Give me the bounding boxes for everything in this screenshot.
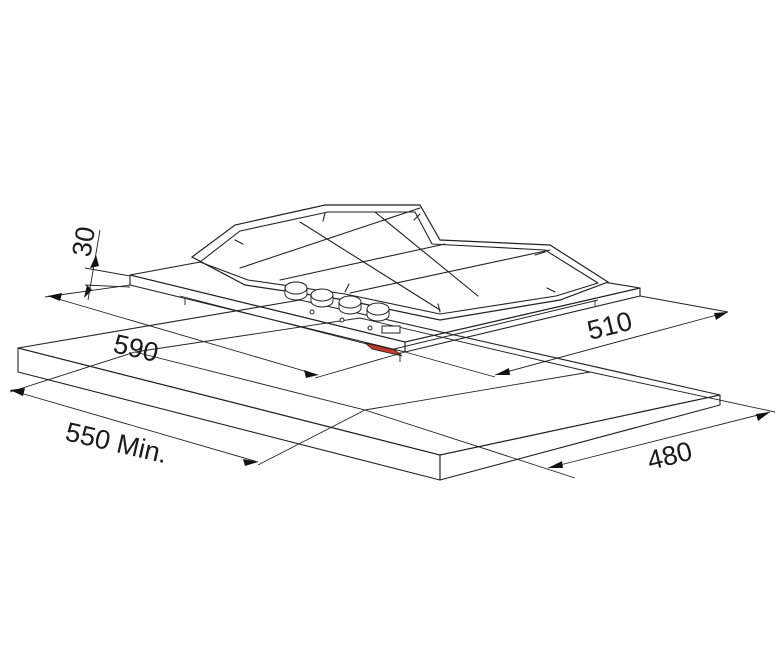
- dim-label-hob-width: 590: [111, 329, 162, 368]
- pan-supports: [190, 204, 610, 321]
- control-button[interactable]: [381, 325, 401, 334]
- dim-height: [84, 229, 131, 301]
- dim-cutout-width: [9, 351, 366, 466]
- dim-label-height: 30: [66, 224, 101, 259]
- countertop: [17, 299, 721, 481]
- knob-4[interactable]: [366, 302, 390, 322]
- dim-cutout-depth: [364, 371, 776, 479]
- front-accent: [364, 342, 403, 357]
- dim-hob-depth: [404, 295, 729, 378]
- knob-2[interactable]: [310, 288, 334, 308]
- knob-1[interactable]: [284, 281, 308, 301]
- control-knobs: [284, 281, 401, 334]
- dim-label-hob-depth: 510: [584, 306, 635, 346]
- knob-3[interactable]: [338, 295, 362, 315]
- dim-label-cutout-width: 550 Min.: [63, 417, 171, 470]
- dim-hob-width: [44, 284, 406, 379]
